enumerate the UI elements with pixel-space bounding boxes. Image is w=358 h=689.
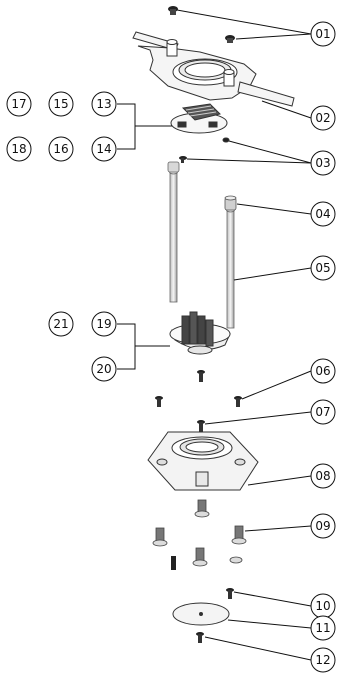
balloon-01: 01 [310, 21, 336, 47]
svg-text:13: 13 [96, 97, 111, 111]
svg-text:21: 21 [53, 317, 68, 331]
balloon-14: 14 [91, 136, 117, 162]
svg-text:02: 02 [315, 111, 330, 125]
svg-text:14: 14 [96, 142, 111, 156]
part-foot-09e [229, 556, 243, 564]
part-screw-06c [234, 396, 242, 407]
part-side-screw-01 [225, 35, 235, 43]
svg-text:01: 01 [315, 27, 330, 41]
balloon-02: 02 [310, 105, 336, 131]
balloon-16: 16 [48, 136, 74, 162]
part-screw-06a [197, 370, 205, 382]
part-screw-black-a [171, 556, 176, 570]
part-small-screw-03 [179, 156, 187, 163]
svg-text:16: 16 [53, 142, 68, 156]
balloon-09: 09 [310, 513, 336, 539]
part-foot-09b [152, 527, 168, 547]
part-top-screw-01 [168, 6, 178, 15]
svg-text:07: 07 [315, 405, 330, 419]
part-screw-12 [196, 632, 204, 643]
part-rod-cap-04 [224, 195, 237, 211]
part-foot-09a [194, 499, 210, 518]
svg-text:09: 09 [315, 519, 330, 533]
svg-text:08: 08 [315, 469, 330, 483]
part-left-rod-05 [167, 161, 180, 303]
part-chip-module [170, 103, 230, 143]
balloon-18: 18 [6, 136, 32, 162]
svg-text:06: 06 [315, 364, 330, 378]
balloon-11: 11 [310, 615, 336, 641]
svg-text:12: 12 [315, 653, 330, 667]
balloon-10: 10 [310, 593, 336, 619]
balloon-07: 07 [310, 399, 336, 425]
balloon-20: 20 [91, 356, 117, 382]
svg-text:03: 03 [315, 156, 330, 170]
balloon-03: 03 [310, 150, 336, 176]
svg-text:20: 20 [96, 362, 111, 376]
part-screw-06b [155, 396, 163, 407]
part-foot-09d [192, 547, 208, 567]
svg-text:10: 10 [315, 599, 330, 613]
part-top-clamp-02 [132, 31, 295, 107]
part-screw-10 [226, 588, 234, 599]
svg-text:19: 19 [96, 317, 111, 331]
balloon-19: 19 [91, 311, 117, 337]
leader-lines [117, 9, 312, 661]
balloon-06: 06 [310, 358, 336, 384]
part-heatsink-module [169, 311, 231, 355]
part-screw-07 [197, 420, 205, 432]
balloon-17: 17 [6, 91, 32, 117]
balloon-04: 04 [310, 201, 336, 227]
balloon-15: 15 [48, 91, 74, 117]
balloon-12: 12 [310, 647, 336, 673]
svg-text:15: 15 [53, 97, 68, 111]
svg-text:11: 11 [315, 621, 330, 635]
part-disc-11 [172, 602, 230, 626]
part-foot-09c [231, 525, 247, 545]
svg-text:18: 18 [11, 142, 26, 156]
part-right-rod-05 [226, 207, 235, 329]
svg-text:17: 17 [11, 97, 26, 111]
balloon-13: 13 [91, 91, 117, 117]
part-base-plate-08 [147, 431, 259, 491]
svg-text:05: 05 [315, 261, 330, 275]
svg-text:04: 04 [315, 207, 330, 221]
balloon-08: 08 [310, 463, 336, 489]
balloon-21: 21 [48, 311, 74, 337]
balloon-05: 05 [310, 255, 336, 281]
